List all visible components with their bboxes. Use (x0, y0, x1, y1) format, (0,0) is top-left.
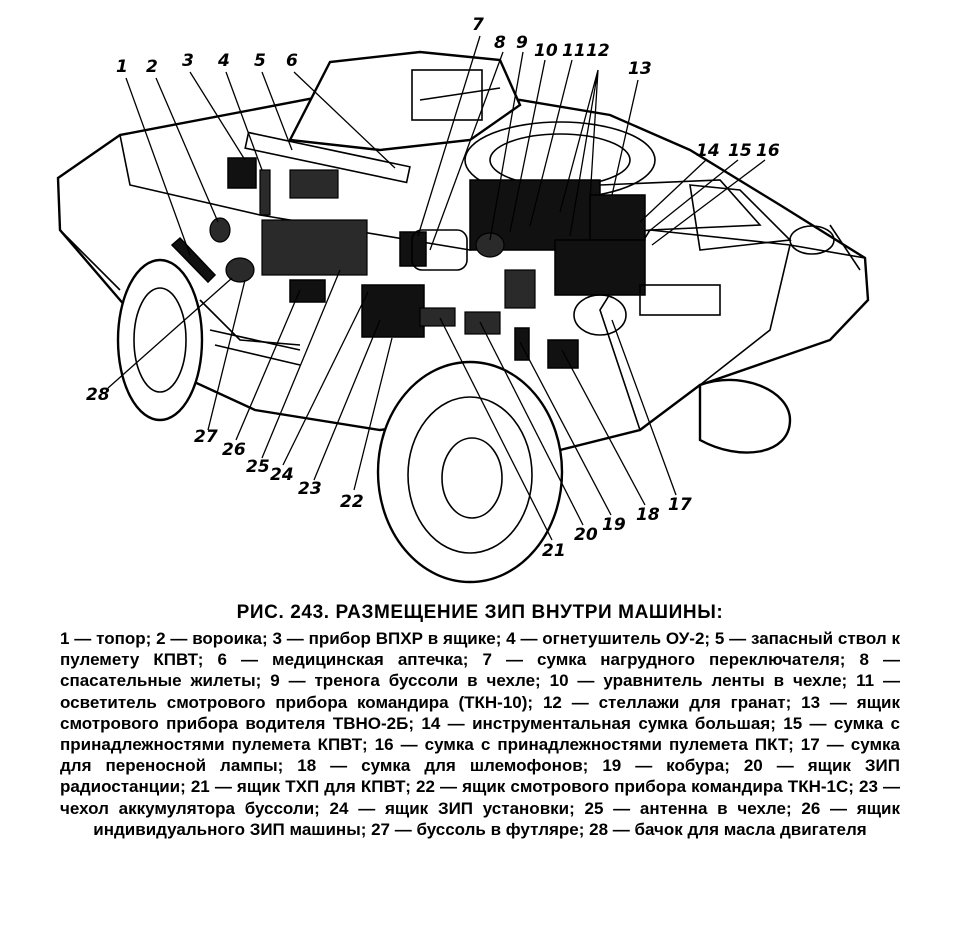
callout-2: 2 (146, 57, 158, 77)
callout-labels: 1 2 3 4 5 6 7 8 9 10 11 12 13 14 15 16 1… (86, 15, 780, 561)
callout-6: 6 (286, 51, 298, 71)
vehicle-diagram: 1 2 3 4 5 6 7 8 9 10 11 12 13 14 15 16 1… (56, 15, 870, 584)
callout-25: 25 (246, 457, 270, 477)
wheel-rear (116, 258, 204, 422)
callout-23: 23 (298, 479, 322, 499)
callout-28: 28 (86, 385, 110, 405)
callout-27: 27 (194, 427, 218, 447)
callout-26: 26 (222, 440, 246, 460)
wheel-front (376, 360, 564, 584)
callout-3: 3 (182, 51, 194, 71)
callout-8: 8 (494, 33, 506, 53)
callout-22: 22 (340, 492, 364, 512)
callout-17: 17 (668, 495, 692, 515)
caption-legend: 1 — топор; 2 — вороика; 3 — прибор ВПХР … (60, 629, 900, 839)
callout-12: 12 (586, 41, 610, 61)
callout-21: 21 (542, 541, 566, 561)
callout-13: 13 (628, 59, 652, 79)
callout-15: 15 (728, 141, 752, 161)
callout-24: 24 (270, 465, 294, 485)
callout-14: 14 (696, 141, 720, 161)
callout-5: 5 (254, 51, 266, 71)
callout-18: 18 (636, 505, 660, 525)
callout-10: 10 (534, 41, 558, 61)
callout-9: 9 (516, 33, 528, 53)
caption-title: РИС. 243. РАЗМЕЩЕНИЕ ЗИП ВНУТРИ МАШИНЫ: (236, 602, 724, 623)
callout-1: 1 (116, 57, 128, 77)
wheel-right (698, 378, 792, 454)
callout-16: 16 (756, 141, 780, 161)
leader-lines (107, 35, 766, 541)
callout-11: 11 (562, 41, 586, 61)
equipment-items (170, 131, 861, 369)
figure-caption: РИС. 243. РАЗМЕЩЕНИЕ ЗИП ВНУТРИ МАШИНЫ: … (60, 602, 900, 840)
callout-19: 19 (602, 515, 626, 535)
callout-7: 7 (472, 15, 484, 35)
callout-20: 20 (574, 525, 598, 545)
callout-4: 4 (217, 51, 230, 71)
